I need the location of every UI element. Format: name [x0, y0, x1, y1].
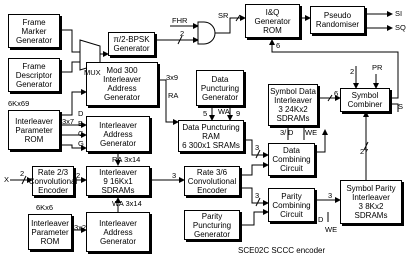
- pr-label: PR: [372, 63, 383, 72]
- we-label-parity: WE: [325, 225, 338, 234]
- width-3-sympar: 3: [328, 191, 333, 200]
- interleaver-parameter-rom-top: Interleaver Parameter ROM: [8, 110, 60, 150]
- frame-marker-generator: Frame Marker Generator: [8, 14, 60, 48]
- mod300-address-generator: Mod 300 Interleaver Address Generator: [86, 62, 158, 106]
- rate-2-3-convolutional-encoder: Rate 2/3 Convolutional Encoder: [28, 166, 78, 196]
- frame-descriptor-generator: Frame Descriptor Generator: [8, 58, 60, 92]
- x-label: X: [4, 175, 10, 184]
- width-2-combiner: 2: [350, 67, 355, 76]
- width-3-parity: 3: [255, 191, 260, 200]
- width-3x7: 3x7: [62, 117, 75, 126]
- data-puncturing-ram: Data Puncturing RAM 6 300x1 SRAMs: [178, 120, 244, 152]
- ra-x14-label: RA 3x14: [112, 155, 141, 164]
- width-5: 5: [203, 109, 208, 118]
- bpsk-generator: π/2-BPSK Generator: [108, 32, 155, 56]
- fhr-label: FHR: [172, 16, 188, 25]
- width-9: 9: [236, 109, 241, 118]
- c-label: C: [78, 129, 84, 138]
- wa-label: WA: [218, 107, 230, 116]
- width-3-ram: 3: [255, 143, 260, 152]
- symbol-parity-interleaver: Symbol Parity Interleaver 3 8Kx2 SDRAMs: [340, 180, 402, 224]
- wa-x14-label: WA 3x14: [112, 199, 142, 208]
- d-label-data: D: [288, 128, 294, 137]
- interleaver-9-sdrams: Interleaver 9 16Kx1 SDRAMs: [86, 166, 150, 196]
- symbol-data-interleaver: Symbol Data Interleaver 3 24Kx2 SDRAMs: [268, 84, 318, 126]
- rom-bottom-size: 6Kx6: [36, 203, 54, 212]
- mux-label: MUX: [84, 68, 101, 77]
- ra-label: RA: [168, 91, 179, 100]
- symbol-combiner: Symbol Combiner: [340, 88, 390, 112]
- sq-label: SQ: [395, 23, 406, 32]
- sr-label: SR: [218, 11, 229, 20]
- width-6-feedback: 6: [276, 41, 281, 50]
- diagram-caption: SCE02C SCCC encoder: [238, 246, 326, 255]
- width-27: 27: [360, 147, 369, 156]
- pseudo-randomiser: Pseudo Randomiser: [310, 6, 365, 34]
- width-2-x: 2: [20, 169, 25, 178]
- interleaver-address-generator-top: Interleaver Address Generator: [86, 116, 150, 152]
- width-3x2: 3x2: [74, 223, 87, 232]
- width-3d-label: 3/: [280, 128, 287, 137]
- d-label: D: [78, 109, 84, 118]
- rom-top-size: 6Kx69: [8, 99, 30, 108]
- rate-3-6-convolutional-encoder: Rate 3/6 Convolutional Encoder: [184, 166, 240, 196]
- s-label: S: [398, 102, 404, 111]
- and-gate: [197, 21, 216, 45]
- parity-puncturing-generator: Parity Puncturing Generator: [184, 210, 240, 240]
- d-label-parity: D: [318, 215, 324, 224]
- width-6-combiner: 6: [334, 89, 339, 98]
- width-2-conv: 2: [76, 171, 81, 180]
- iq-generator-rom: I&Q Generator ROM: [245, 4, 300, 38]
- we-label-data: WE: [305, 128, 318, 137]
- g-label: G: [78, 139, 84, 148]
- interleaver-address-generator-bottom: Interleaver Address Generator: [86, 212, 150, 252]
- si-label: SI: [395, 9, 403, 18]
- b-label: B: [78, 119, 84, 128]
- data-puncturing-generator: Data Puncturing Generator: [196, 70, 244, 106]
- interleaver-parameter-rom-bottom: Interleaver Parameter ROM: [28, 214, 72, 250]
- parity-combining-circuit: Parity Combining Circuit: [268, 188, 315, 222]
- data-combining-circuit: Data Combining Circuit: [268, 143, 315, 176]
- width-3x9: 3x9: [166, 73, 179, 82]
- width-2-bpsk: 2: [180, 29, 185, 38]
- width-3-intl: 3: [172, 171, 177, 180]
